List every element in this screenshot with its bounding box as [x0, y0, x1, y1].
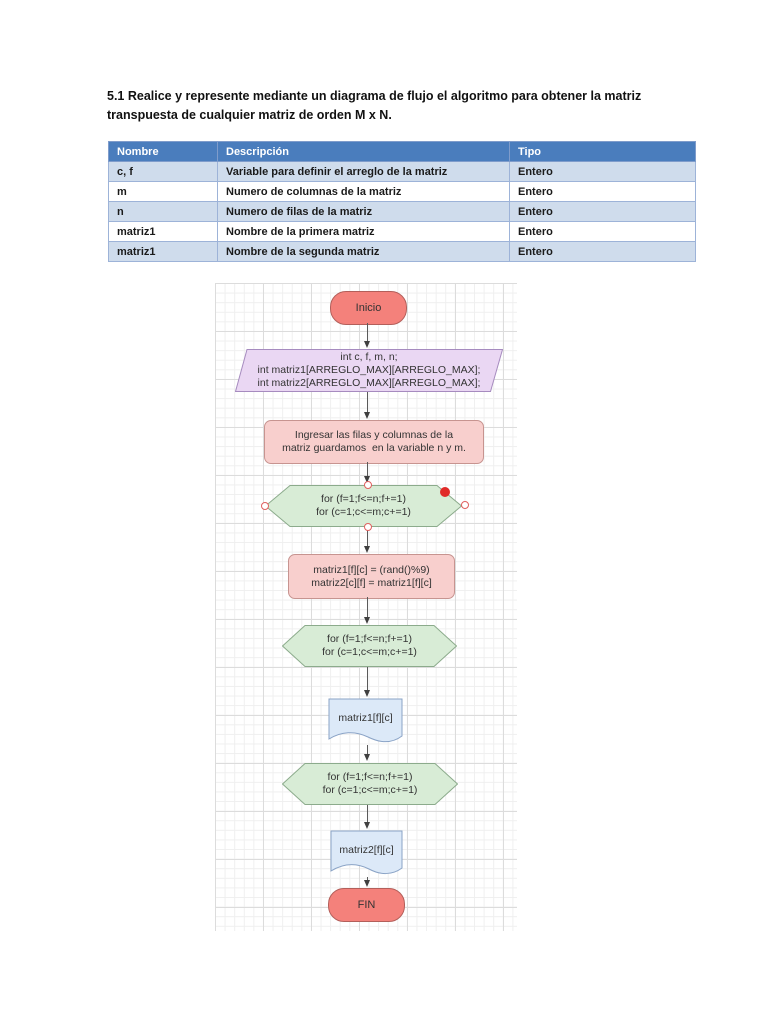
cell-descripcion: Variable para definir el arreglo de la m…: [217, 161, 510, 182]
connection-handle-top[interactable]: [364, 481, 372, 489]
process-label: matriz1[f][c] = (rand()%9) matriz2[c][f]…: [311, 563, 432, 589]
declaration-label: int c, f, m, n; int matriz1[ARREGLO_MAX]…: [257, 351, 481, 389]
flow-arrow: [364, 323, 371, 348]
cell-descripcion: Nombre de la segunda matriz: [217, 241, 510, 262]
cell-tipo: Entero: [509, 161, 696, 182]
flowchart-node-process: matriz1[f][c] = (rand()%9) matriz2[c][f]…: [288, 554, 455, 599]
flowchart-canvas: Inicio int c, f, m, n; int matriz1[ARREG…: [215, 283, 517, 931]
table-row: m Numero de columnas de la matriz Entero: [108, 181, 696, 202]
cell-nombre: matriz1: [108, 221, 218, 242]
end-label: FIN: [357, 898, 376, 911]
parallelogram-shape: [235, 349, 503, 392]
hexagon-shape: [282, 763, 458, 805]
flow-arrow: [364, 528, 371, 553]
cell-descripcion: Nombre de la primera matriz: [217, 221, 510, 242]
cell-nombre: m: [108, 181, 218, 202]
output2-label: matriz2[f][c]: [339, 844, 394, 856]
flow-arrow: [364, 805, 371, 829]
hexagon-shape: [282, 625, 457, 667]
table-row: c, f Variable para definir el arreglo de…: [108, 161, 696, 182]
page-title: 5.1 Realice y represente mediante un dia…: [107, 87, 641, 125]
cell-tipo: Entero: [509, 201, 696, 222]
flow-arrow: [364, 462, 371, 483]
header-descripcion: Descripción: [217, 141, 510, 162]
flowchart-node-output2: matriz2[f][c]: [330, 830, 403, 877]
cell-nombre: c, f: [108, 161, 218, 182]
connection-handle-bottom[interactable]: [364, 523, 372, 531]
start-label: Inicio: [355, 301, 382, 314]
cell-tipo: Entero: [509, 241, 696, 262]
connection-point-red-dot[interactable]: [440, 487, 450, 497]
table-row: matriz1 Nombre de la primera matriz Ente…: [108, 221, 696, 242]
flowchart-node-output1: matriz1[f][c]: [328, 698, 403, 745]
connection-handle-left[interactable]: [261, 502, 269, 510]
flowchart-node-start: Inicio: [330, 291, 407, 325]
flow-arrow: [364, 392, 371, 419]
connection-handle-right[interactable]: [461, 501, 469, 509]
table-row: matriz1 Nombre de la segunda matriz Ente…: [108, 241, 696, 262]
output1-label: matriz1[f][c]: [338, 712, 393, 724]
cell-nombre: n: [108, 201, 218, 222]
flowchart-node-loop3: for (f=1;f<=n;f+=1) for (c=1;c<=m;c+=1): [282, 763, 458, 805]
table-header-row: Nombre Descripción Tipo: [108, 141, 696, 162]
variables-table: Nombre Descripción Tipo c, f Variable pa…: [108, 141, 696, 262]
flowchart-node-loop2: for (f=1;f<=n;f+=1) for (c=1;c<=m;c+=1): [282, 625, 457, 667]
flowchart-node-input: Ingresar las filas y columnas de la matr…: [264, 420, 484, 464]
cell-tipo: Entero: [509, 181, 696, 202]
cell-nombre: matriz1: [108, 241, 218, 262]
loop3-label: for (f=1;f<=n;f+=1) for (c=1;c<=m;c+=1): [322, 771, 418, 796]
flow-arrow: [364, 877, 371, 887]
header-tipo: Tipo: [509, 141, 696, 162]
input-label: Ingresar las filas y columnas de la matr…: [282, 429, 466, 454]
loop1-label: for (f=1;f<=n;f+=1) for (c=1;c<=m;c+=1): [316, 493, 411, 518]
flow-arrow: [364, 667, 371, 697]
flowchart-node-end: FIN: [328, 888, 405, 922]
cell-tipo: Entero: [509, 221, 696, 242]
page-title-line2: transpuesta de cualquier matriz de orden…: [107, 108, 392, 122]
table-row: n Numero de filas de la matriz Entero: [108, 201, 696, 222]
flowchart-node-loop1: for (f=1;f<=n;f+=1) for (c=1;c<=m;c+=1): [265, 485, 462, 527]
flowchart-node-declaration: int c, f, m, n; int matriz1[ARREGLO_MAX]…: [235, 349, 503, 392]
cell-descripcion: Numero de columnas de la matriz: [217, 181, 510, 202]
loop2-label: for (f=1;f<=n;f+=1) for (c=1;c<=m;c+=1): [322, 633, 417, 658]
document-shape: [330, 830, 403, 875]
cell-descripcion: Numero de filas de la matriz: [217, 201, 510, 222]
flow-arrow: [364, 597, 371, 624]
header-nombre: Nombre: [108, 141, 218, 162]
flow-arrow: [364, 745, 371, 761]
page-title-line1: 5.1 Realice y represente mediante un dia…: [107, 89, 642, 103]
document-shape: [328, 698, 403, 743]
